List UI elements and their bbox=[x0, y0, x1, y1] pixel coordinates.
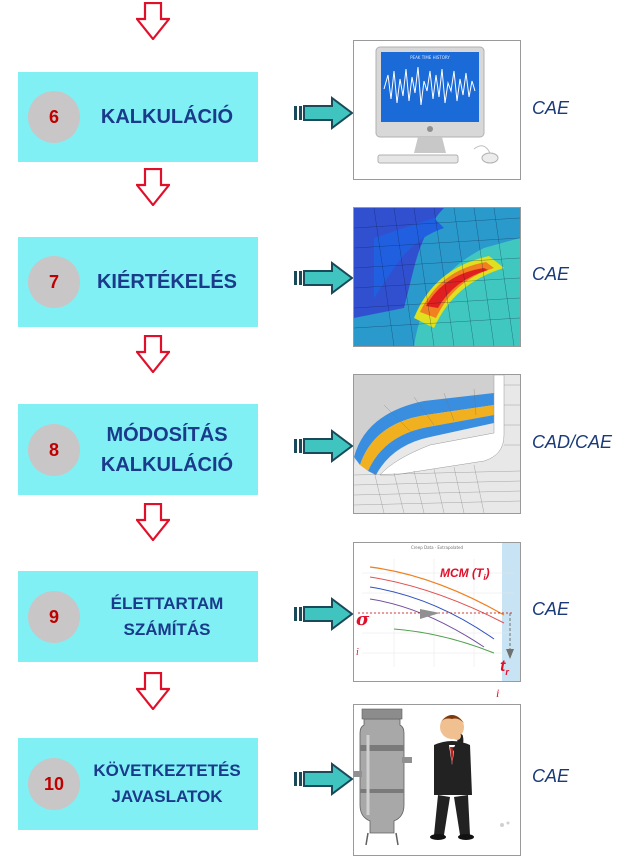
stray-label: i bbox=[496, 686, 500, 700]
cad-mesh-image bbox=[353, 374, 521, 514]
tool-tag: CAE bbox=[532, 264, 570, 284]
step-title: KALKULÁCIÓ bbox=[100, 105, 234, 128]
down-arrow-icon bbox=[136, 2, 170, 40]
down-arrow-icon bbox=[136, 672, 170, 710]
right-arrow-icon bbox=[294, 261, 354, 295]
down-arrow-icon bbox=[136, 503, 170, 541]
fea-stress-image bbox=[353, 207, 521, 347]
step-8-box: 8 MÓDOSÍTÁS KALKULÁCIÓ bbox=[18, 404, 258, 495]
right-arrow-icon bbox=[294, 96, 354, 130]
step-number: 6 bbox=[28, 91, 80, 143]
step-title-line-2: SZÁMÍTÁS bbox=[123, 619, 211, 639]
computer-image: PEAK TIME HISTORY bbox=[353, 40, 521, 180]
creep-chart-image: Creep Data · Extrapolated MCM (Ti) σ i t… bbox=[353, 542, 521, 682]
chart-label-sigma: σ bbox=[356, 609, 370, 630]
right-arrow-icon bbox=[294, 597, 354, 631]
chart-label-mcm-close: ) bbox=[484, 566, 490, 580]
right-arrow-icon bbox=[294, 762, 354, 796]
tool-tag: CAD/CAE bbox=[532, 432, 613, 452]
svg-text:Creep Data · Extrapolated: Creep Data · Extrapolated bbox=[411, 545, 464, 550]
down-arrow-icon bbox=[136, 335, 170, 373]
step-title-line-1: MÓDOSÍTÁS bbox=[106, 423, 228, 446]
tool-tag: CAE bbox=[532, 599, 570, 619]
step-title-line-1: ÉLETTARTAM bbox=[110, 593, 224, 613]
svg-text:tr: tr bbox=[500, 658, 509, 677]
step-title-line-2: JAVASLATOK bbox=[111, 787, 223, 806]
step-9-box: 9 ÉLETTARTAM SZÁMÍTÁS bbox=[18, 571, 258, 662]
chart-label-t: t bbox=[500, 658, 506, 675]
svg-text:PEAK TIME HISTORY: PEAK TIME HISTORY bbox=[410, 55, 450, 60]
step-6-box: 6 KALKULÁCIÓ bbox=[18, 72, 258, 162]
step-10-box: 10 KÖVETKEZTETÉS JAVASLATOK bbox=[18, 738, 258, 830]
tool-tag: CAE bbox=[532, 766, 570, 786]
step-7-box: 7 KIÉRTÉKELÉS bbox=[18, 237, 258, 327]
step-title-line-1: KÖVETKEZTETÉS bbox=[93, 761, 241, 780]
tool-tag: CAE bbox=[532, 98, 570, 118]
chart-label-mcm-sub: i bbox=[483, 573, 486, 582]
down-arrow-icon bbox=[136, 168, 170, 206]
step-title: KIÉRTÉKELÉS bbox=[96, 270, 238, 293]
right-arrow-icon bbox=[294, 429, 354, 463]
vessel-and-thinker-image bbox=[353, 704, 521, 856]
svg-text:MCM (Ti): MCM (Ti) bbox=[440, 566, 490, 582]
step-number: 10 bbox=[28, 758, 80, 810]
chart-label-mcm: MCM (T bbox=[440, 566, 485, 580]
step-number: 9 bbox=[28, 591, 80, 643]
step-number: 8 bbox=[28, 424, 80, 476]
chart-label-sigma-sub: i bbox=[356, 647, 359, 658]
step-title-line-2: KALKULÁCIÓ bbox=[100, 453, 234, 476]
chart-label-t-sub: r bbox=[505, 667, 509, 677]
step-number: 7 bbox=[28, 256, 80, 308]
